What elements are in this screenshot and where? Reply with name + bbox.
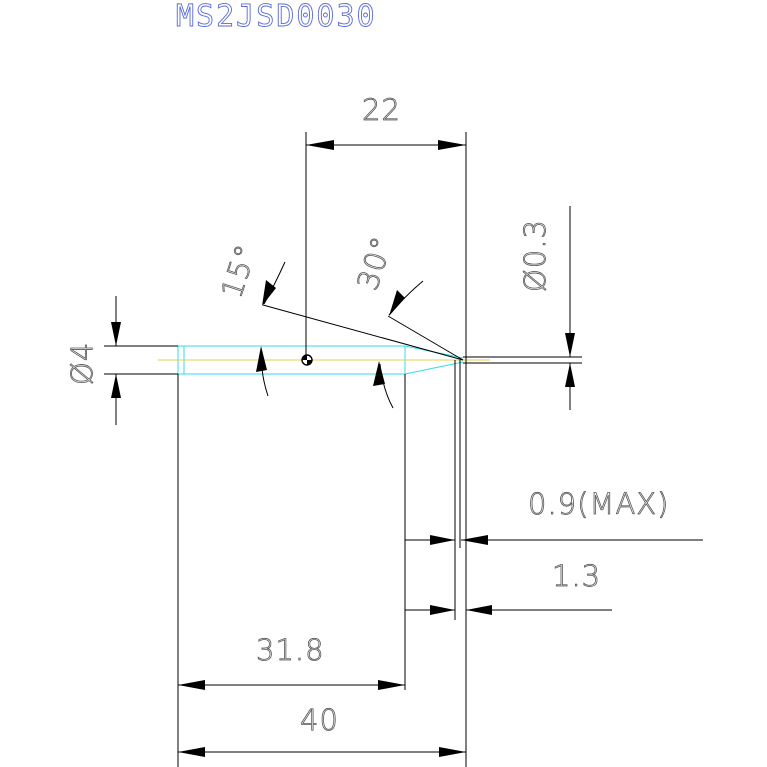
dia-4-label: Ø4 [65,342,99,385]
dim-40-label: 40 [300,703,339,737]
dimension-1-3: 1.3 [405,559,612,615]
angle-30-label: 30° [350,232,399,294]
dimension-31-8: 31.8 [178,633,405,690]
dimension-0-9-max: 0.9(MAX) [405,487,703,545]
angle-15-label: 15° [214,240,263,302]
dimension-dia-4: Ø4 [65,296,178,425]
dimension-22: 22 [305,93,467,767]
dim-1-3-label: 1.3 [552,559,601,593]
dim-22-label: 22 [362,93,401,127]
dimension-40: 40 [178,703,466,757]
dim-31-8-label: 31.8 [256,633,325,667]
extension-lines [177,360,461,767]
center-mark [301,354,313,366]
angle-30: 30° [350,232,464,409]
dimension-dia-0-3: Ø0.3 [463,206,582,410]
angle-15: 15° [214,240,464,397]
max-0-9-label: 0.9(MAX) [528,487,669,521]
dia-0-3-label: Ø0.3 [518,219,552,292]
part-number-title: MS2JSD0030 [176,0,377,34]
